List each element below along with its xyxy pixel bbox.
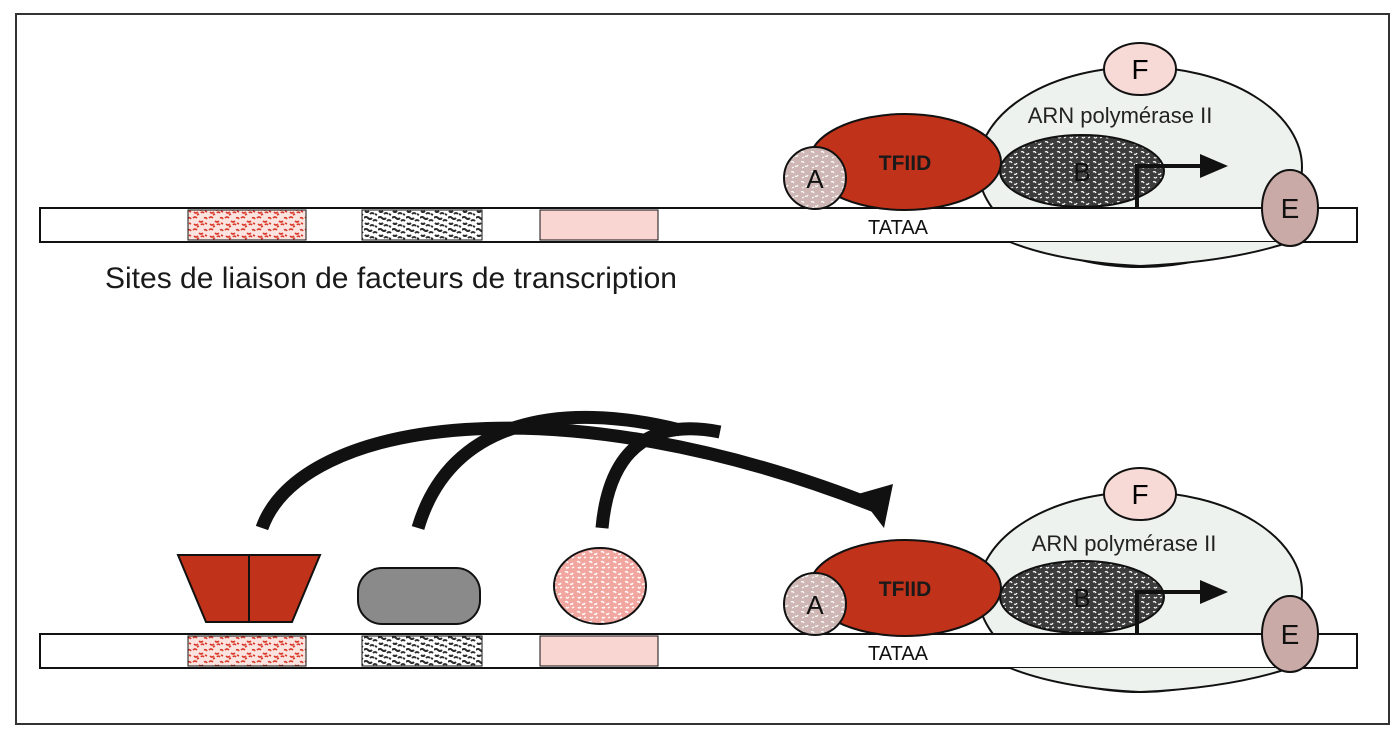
transcription-start-line (1135, 590, 1205, 633)
tfiid-label: TFIID (879, 152, 932, 175)
binding-site-dark (361, 209, 483, 241)
factor-f (1103, 42, 1177, 96)
factor-b (999, 134, 1165, 208)
factor-b (999, 560, 1165, 634)
factor-b-label: B (1073, 157, 1090, 187)
tataa-label: TATAA (868, 643, 929, 665)
factor-a-label: A (806, 164, 824, 194)
binding-site-red (187, 209, 307, 241)
tataa-label: TATAA (868, 217, 929, 239)
tfiid-label: TFIID (879, 578, 932, 601)
factor-b-label: B (1073, 583, 1090, 613)
rna-polymerase-lower (1009, 241, 1291, 268)
binding-sites-caption: Sites de liaison de facteurs de transcri… (105, 262, 677, 295)
factor-a (783, 146, 847, 210)
factor-a-label: A (806, 590, 824, 620)
transcription-arrow-icon (1200, 154, 1228, 178)
factor-f-label: F (1131, 479, 1148, 510)
factor-e (1261, 169, 1319, 247)
rna-pol-label: ARN polymérase II (1028, 103, 1213, 128)
binding-site-dark (361, 635, 483, 667)
binding-site-pink (539, 209, 659, 241)
rounded-factor (357, 567, 481, 625)
factor-f-label: F (1131, 54, 1148, 85)
transcription-start-line (1135, 164, 1205, 207)
factor-e-label: E (1281, 193, 1300, 224)
factor-e (1261, 595, 1319, 673)
transcription-arrow-icon (1200, 580, 1228, 604)
binding-site-pink (539, 635, 659, 667)
interaction-arc-2 (411, 410, 682, 530)
factor-f (1103, 467, 1177, 521)
factor-a (783, 572, 847, 636)
interaction-arc-3 (595, 422, 722, 529)
oval-factor (553, 547, 647, 625)
factor-e-label: E (1281, 619, 1300, 650)
rna-pol-label: ARN polymérase II (1032, 531, 1217, 556)
interaction-arc-1 (255, 421, 883, 531)
bottom-panel: F ARN polymérase II TFIID A B E TATAA (39, 410, 1358, 694)
rna-polymerase-lower (1009, 667, 1291, 694)
arc-arrow-icon (858, 484, 893, 528)
top-panel: F ARN polymérase II TFIID A B E TATAA Si… (39, 42, 1358, 295)
binding-site-red (187, 635, 307, 667)
